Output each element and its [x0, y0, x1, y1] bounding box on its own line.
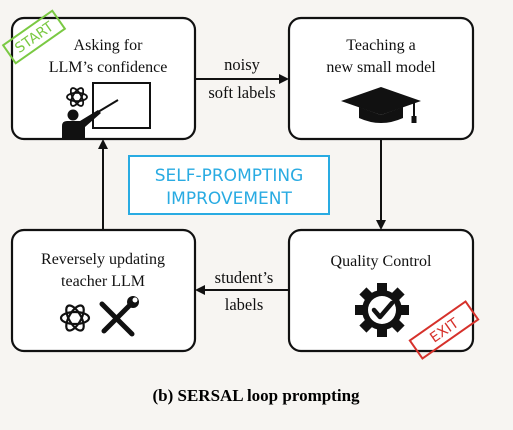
node-teach-line2: new small model	[326, 59, 436, 76]
gear-tooth	[377, 283, 387, 295]
node-quality-line1: Quality Control	[331, 253, 432, 270]
node-reversely-updating: Reversely updating teacher LLM	[10, 228, 197, 353]
edge-top-line1: noisy	[224, 55, 261, 74]
node-teach-line1: Teaching a	[346, 37, 416, 54]
center-line2: IMPROVEMENT	[166, 189, 292, 209]
node-teaching-small-model: Teaching a new small model	[287, 16, 475, 141]
edge-top-line2: soft labels	[208, 83, 275, 102]
node-quality-control: Quality Control	[287, 228, 475, 353]
node-asking-confidence: Asking for LLM’s confidence	[10, 16, 197, 141]
gear-check-icon	[355, 283, 409, 337]
figure-caption: (b) SERSAL loop prompting	[152, 386, 360, 405]
gear-tooth	[377, 325, 387, 337]
center-improvement-label: SELF-PROMPTING IMPROVEMENT	[128, 155, 330, 215]
openai-logo-icon	[66, 87, 88, 107]
tools-icon	[99, 296, 139, 337]
openai-logo-icon	[59, 304, 91, 332]
node-update-line2: teacher LLM	[61, 273, 145, 290]
edge-bottom-line1: student’s	[215, 268, 274, 287]
graduation-cap-icon	[341, 87, 421, 123]
node-ask-line1: Asking for	[74, 37, 144, 54]
edge-bottom-line2: labels	[225, 295, 264, 314]
teacher-at-board-icon	[62, 82, 151, 140]
center-line1: SELF-PROMPTING	[155, 166, 304, 186]
node-update-line1: Reversely updating	[41, 251, 165, 268]
node-ask-line2: LLM’s confidence	[49, 59, 168, 76]
